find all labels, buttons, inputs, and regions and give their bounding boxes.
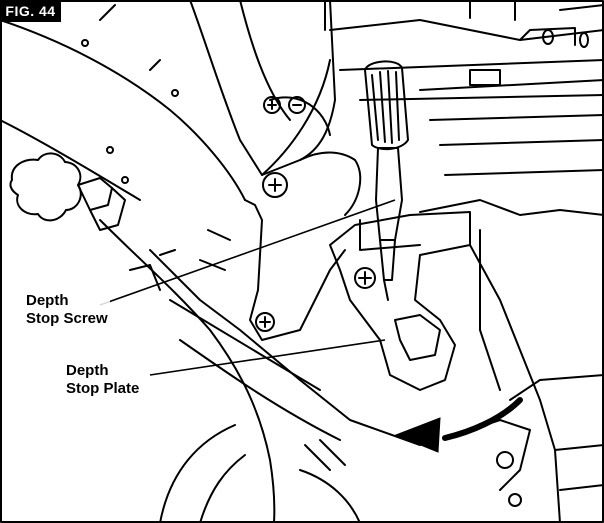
blade-arc xyxy=(159,424,236,523)
left-guard-upper xyxy=(0,19,246,201)
pivot-bracket xyxy=(244,199,346,341)
pivot-screw-2 xyxy=(263,96,281,114)
depth-stop-plate-label-line2: Stop Plate xyxy=(66,380,140,397)
leader-depth-stop-plate xyxy=(149,339,386,376)
lower-guard xyxy=(99,219,276,523)
depth-stop-screw-label-line1: Depth xyxy=(26,292,69,309)
depth-stop-screw-label-line2: Stop Screw xyxy=(26,310,108,327)
pivot-screw-1 xyxy=(262,172,288,198)
depth-stop-screw-drawing xyxy=(364,60,409,301)
depth-stop-plate-label-line1: Depth xyxy=(66,362,109,379)
depth-stop-plate-drawing xyxy=(329,211,471,391)
motor-housing xyxy=(329,19,604,101)
upper-arm xyxy=(189,0,336,176)
depth-stop-plate-label: Depth Stop Plate xyxy=(64,362,142,398)
rotation-arrow-icon xyxy=(394,397,523,453)
depth-stop-screw-label: Depth Stop Screw xyxy=(24,292,110,328)
leader-depth-stop-screw xyxy=(99,199,396,306)
knob-icon xyxy=(9,152,126,231)
figure-number-tag: FIG. 44 xyxy=(0,0,61,22)
